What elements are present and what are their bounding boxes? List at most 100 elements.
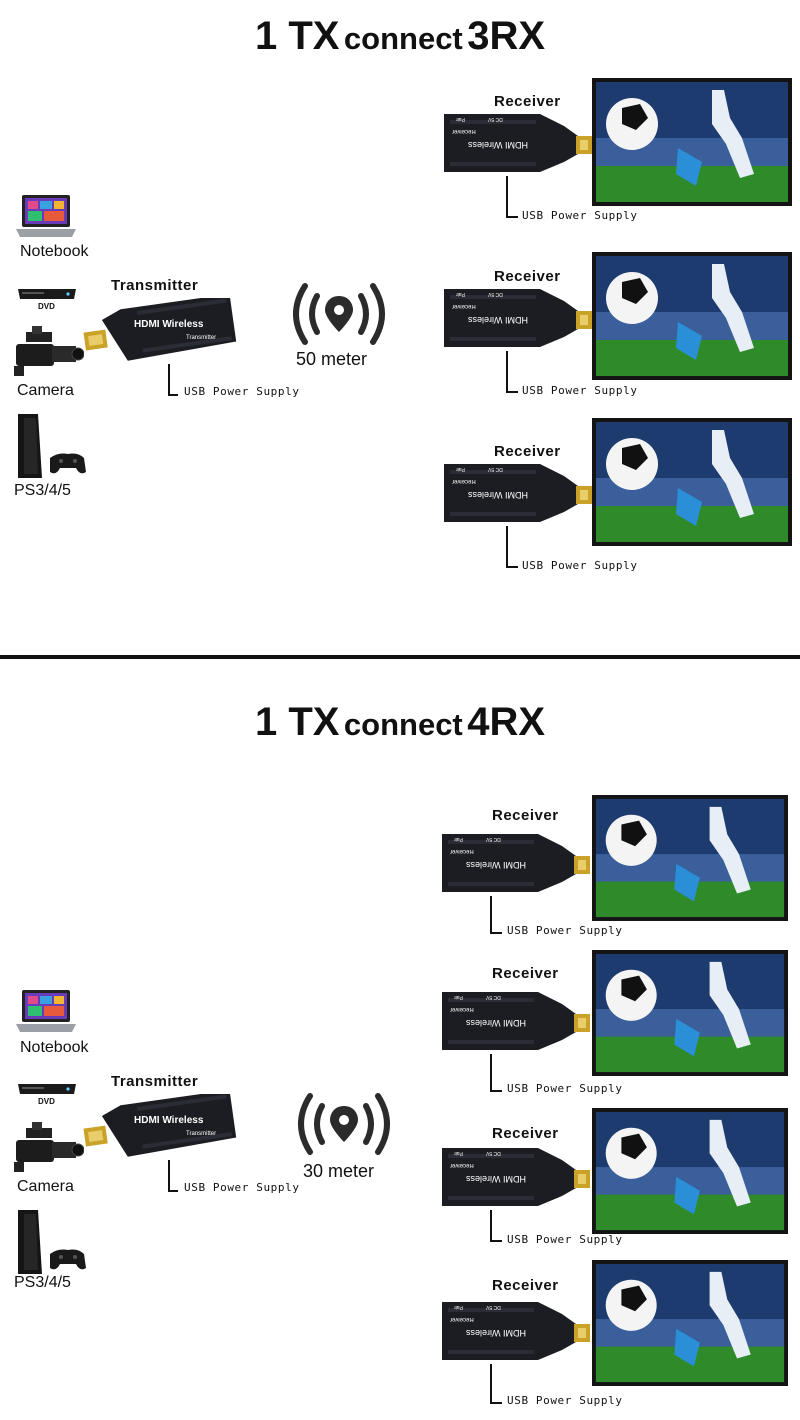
receiver-model: Receiver (452, 128, 476, 134)
receiver-port-dc: DC 5V (486, 836, 501, 842)
dvd-label: DVD (38, 1097, 55, 1106)
receiver-port-pair: Pair (456, 466, 465, 472)
transmitter-port-pair: Pair (210, 1151, 220, 1157)
receiver-power-lead (490, 1364, 502, 1404)
receiver-brand: HDMI Wireless (466, 1174, 526, 1184)
receiver-port-dc: DC 5V (486, 1304, 501, 1310)
receiver-device (444, 114, 592, 172)
section-4rx-title: 1 TX connect 4RX (254, 700, 546, 744)
transmitter-model: Transmitter (186, 335, 217, 341)
notebook-label: Notebook (20, 243, 89, 260)
soccer-screen-image (592, 418, 792, 546)
receiver-model: Receiver (450, 1162, 474, 1168)
soccer-screen-image (592, 795, 788, 921)
receiver-power-label: USB Power Supply (522, 209, 638, 222)
receiver-device (442, 1148, 590, 1206)
receiver-power-label: USB Power Supply (507, 1233, 623, 1246)
dvd-label: DVD (38, 302, 55, 311)
console-icon (18, 1210, 86, 1274)
receiver-heading: Receiver (492, 1125, 559, 1142)
receiver-brand: HDMI Wireless (466, 860, 526, 870)
transmitter-heading: Transmitter (111, 277, 199, 294)
distance-label: 50 meter (296, 349, 368, 369)
distance-label: 30 meter (303, 1161, 375, 1181)
soccer-screen-image (592, 78, 792, 206)
transmitter-port-pair: Pair (210, 355, 220, 361)
receiver-heading: Receiver (492, 1277, 559, 1294)
receiver-power-label: USB Power Supply (522, 559, 638, 572)
section-4rx: 1 TX connect 4RX Notebook DVD Camera PS3… (0, 662, 800, 1420)
wireless-signal-icon (298, 1093, 390, 1155)
receiver-power-label: USB Power Supply (507, 1394, 623, 1407)
soccer-screen-image (592, 950, 788, 1076)
receiver-device (444, 464, 592, 522)
receiver-device (444, 289, 592, 347)
receiver-heading: Receiver (494, 443, 561, 460)
console-icon (18, 414, 86, 478)
transmitter-port-dc: DC 5V (179, 1151, 194, 1157)
receiver-power-lead (506, 526, 518, 568)
dvd-player-icon (18, 1084, 76, 1094)
notebook-icon (16, 990, 76, 1032)
transmitter-brand: HDMI Wireless (134, 1115, 204, 1126)
receiver-port-pair: Pair (456, 291, 465, 297)
receiver-brand: HDMI Wireless (468, 140, 528, 150)
receiver-heading: Receiver (492, 965, 559, 982)
receiver-brand: HDMI Wireless (466, 1018, 526, 1028)
receiver-device (442, 1302, 590, 1360)
transmitter-power-label: USB Power Supply (184, 1181, 300, 1194)
soccer-screen-image (592, 1260, 788, 1386)
receiver-heading: Receiver (492, 807, 559, 824)
receiver-device (442, 834, 590, 892)
receiver-port-dc: DC 5V (486, 1150, 501, 1156)
receiver-port-dc: DC 5V (488, 291, 503, 297)
receiver-model: Receiver (450, 1316, 474, 1322)
camera-label: Camera (17, 382, 74, 399)
transmitter-brand: HDMI Wireless (134, 319, 204, 330)
receiver-power-lead (506, 176, 518, 218)
receiver-port-pair: Pair (454, 994, 463, 1000)
transmitter-heading: Transmitter (111, 1073, 199, 1090)
notebook-label: Notebook (20, 1039, 89, 1056)
receiver-port-dc: DC 5V (488, 116, 503, 122)
receiver-power-lead (490, 1054, 502, 1092)
transmitter-power-lead (168, 1160, 178, 1192)
transmitter-device (83, 1094, 237, 1157)
receiver-port-dc: DC 5V (486, 994, 501, 1000)
camera-label: Camera (17, 1178, 74, 1195)
dvd-player-icon (18, 289, 76, 299)
console-label: PS3/4/5 (14, 482, 71, 499)
transmitter-power-label: USB Power Supply (184, 385, 300, 398)
camera-icon (14, 1122, 84, 1172)
transmitter-port-dc: DC 5V (179, 355, 194, 361)
section-divider (0, 655, 800, 659)
receiver-power-label: USB Power Supply (507, 924, 623, 937)
receiver-port-pair: Pair (454, 836, 463, 842)
receiver-port-dc: DC 5V (488, 466, 503, 472)
section-3rx-title: 1 TX connect 3RX (254, 14, 546, 58)
receiver-device (442, 992, 590, 1050)
receiver-brand: HDMI Wireless (468, 490, 528, 500)
transmitter-device (83, 298, 237, 361)
receiver-power-label: USB Power Supply (522, 384, 638, 397)
transmitter-power-lead (168, 364, 178, 396)
notebook-icon (16, 195, 76, 237)
receiver-model: Receiver (452, 303, 476, 309)
receiver-brand: HDMI Wireless (466, 1328, 526, 1338)
receiver-port-pair: Pair (454, 1304, 463, 1310)
receiver-power-lead (506, 351, 518, 393)
camera-icon (14, 326, 84, 376)
receiver-brand: HDMI Wireless (468, 315, 528, 325)
receiver-port-pair: Pair (456, 116, 465, 122)
receiver-heading: Receiver (494, 93, 561, 110)
section-3rx: 1 TX connect 3RX Notebook DVD Camera PS3… (0, 0, 800, 656)
soccer-screen-image (592, 252, 792, 380)
wireless-signal-icon (293, 283, 385, 345)
receiver-power-lead (490, 1210, 502, 1242)
receiver-power-label: USB Power Supply (507, 1082, 623, 1095)
receiver-power-lead (490, 896, 502, 934)
soccer-screen-image (592, 1108, 788, 1234)
transmitter-model: Transmitter (186, 1131, 217, 1137)
receiver-heading: Receiver (494, 268, 561, 285)
receiver-model: Receiver (450, 1006, 474, 1012)
